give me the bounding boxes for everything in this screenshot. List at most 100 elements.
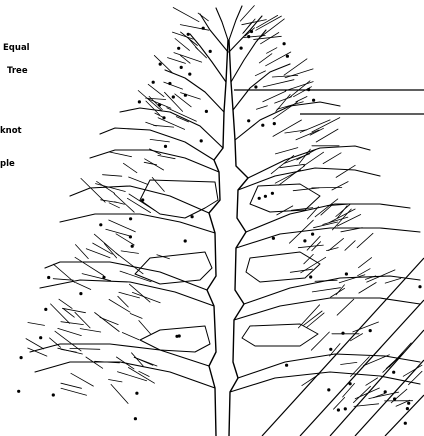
twig <box>158 155 175 158</box>
dot <box>264 195 267 198</box>
twig <box>61 322 84 325</box>
dot <box>188 73 191 76</box>
twig <box>119 292 140 298</box>
dot <box>102 276 105 279</box>
twig <box>82 274 111 281</box>
label-tree: Tree <box>7 66 28 76</box>
twig <box>129 284 150 302</box>
dot <box>272 237 275 240</box>
leader-lines <box>234 90 424 436</box>
dot <box>258 197 261 200</box>
dot <box>99 223 102 226</box>
twig <box>76 245 89 259</box>
twig <box>175 94 191 107</box>
dot <box>329 348 332 351</box>
dot <box>407 402 410 405</box>
twig <box>256 106 267 109</box>
twig <box>122 333 139 340</box>
twig <box>130 314 142 319</box>
dot <box>209 50 212 53</box>
twig <box>351 357 370 377</box>
dot <box>20 356 23 359</box>
twig <box>164 82 183 89</box>
twig <box>363 355 389 366</box>
twig <box>267 48 277 54</box>
twig <box>273 120 302 136</box>
twig <box>289 220 313 243</box>
dot <box>337 408 340 411</box>
dot <box>311 233 314 236</box>
twig <box>114 194 134 213</box>
dot <box>303 239 306 242</box>
dot <box>286 55 289 58</box>
twig <box>285 69 313 78</box>
twig <box>150 139 169 142</box>
dot <box>273 122 276 125</box>
twig <box>357 233 373 247</box>
dot <box>164 145 167 148</box>
dot <box>344 407 347 410</box>
dot <box>404 422 407 425</box>
twig <box>75 257 104 275</box>
twig <box>359 283 376 294</box>
twig <box>257 15 278 27</box>
twig <box>266 52 291 66</box>
twig <box>296 130 319 140</box>
twig <box>307 313 325 328</box>
dot <box>52 393 55 396</box>
twig <box>95 313 120 332</box>
dot <box>247 119 250 122</box>
twig <box>51 304 70 323</box>
dot <box>178 334 181 337</box>
dot <box>250 30 253 33</box>
dot <box>341 332 344 335</box>
twig <box>358 269 371 276</box>
twig <box>148 84 164 96</box>
dot <box>135 392 138 395</box>
dot <box>187 33 190 36</box>
twig <box>152 177 164 191</box>
twig <box>139 321 151 334</box>
twig <box>296 97 307 102</box>
twig <box>139 371 149 376</box>
twig <box>181 93 201 100</box>
dot <box>172 95 175 98</box>
twig <box>123 163 136 172</box>
twig <box>70 348 100 349</box>
dot <box>369 329 372 332</box>
twig <box>312 288 340 292</box>
twig <box>58 328 82 335</box>
dot <box>184 239 187 242</box>
dot <box>261 124 264 127</box>
dot <box>158 103 161 106</box>
dot <box>384 390 387 393</box>
dot <box>134 417 137 420</box>
twig <box>28 323 45 326</box>
twig <box>385 278 401 283</box>
twig <box>290 269 312 272</box>
dot <box>168 82 171 85</box>
twig <box>275 148 297 154</box>
twig <box>334 397 345 409</box>
dot <box>349 382 352 385</box>
twig <box>353 322 379 332</box>
twig <box>284 59 307 75</box>
twig <box>109 203 119 208</box>
twig <box>132 353 144 366</box>
label-equal: Equal <box>3 43 30 53</box>
twig <box>173 8 199 22</box>
dot <box>47 276 50 279</box>
twig <box>263 80 294 87</box>
twig <box>312 118 340 132</box>
twig <box>158 118 185 130</box>
twig <box>26 339 44 349</box>
twig <box>323 217 348 224</box>
dot <box>44 308 47 311</box>
twig <box>323 153 341 164</box>
twig <box>339 275 365 283</box>
twig <box>244 36 265 38</box>
twig <box>76 283 91 290</box>
twig <box>259 54 272 63</box>
twig <box>329 238 344 250</box>
